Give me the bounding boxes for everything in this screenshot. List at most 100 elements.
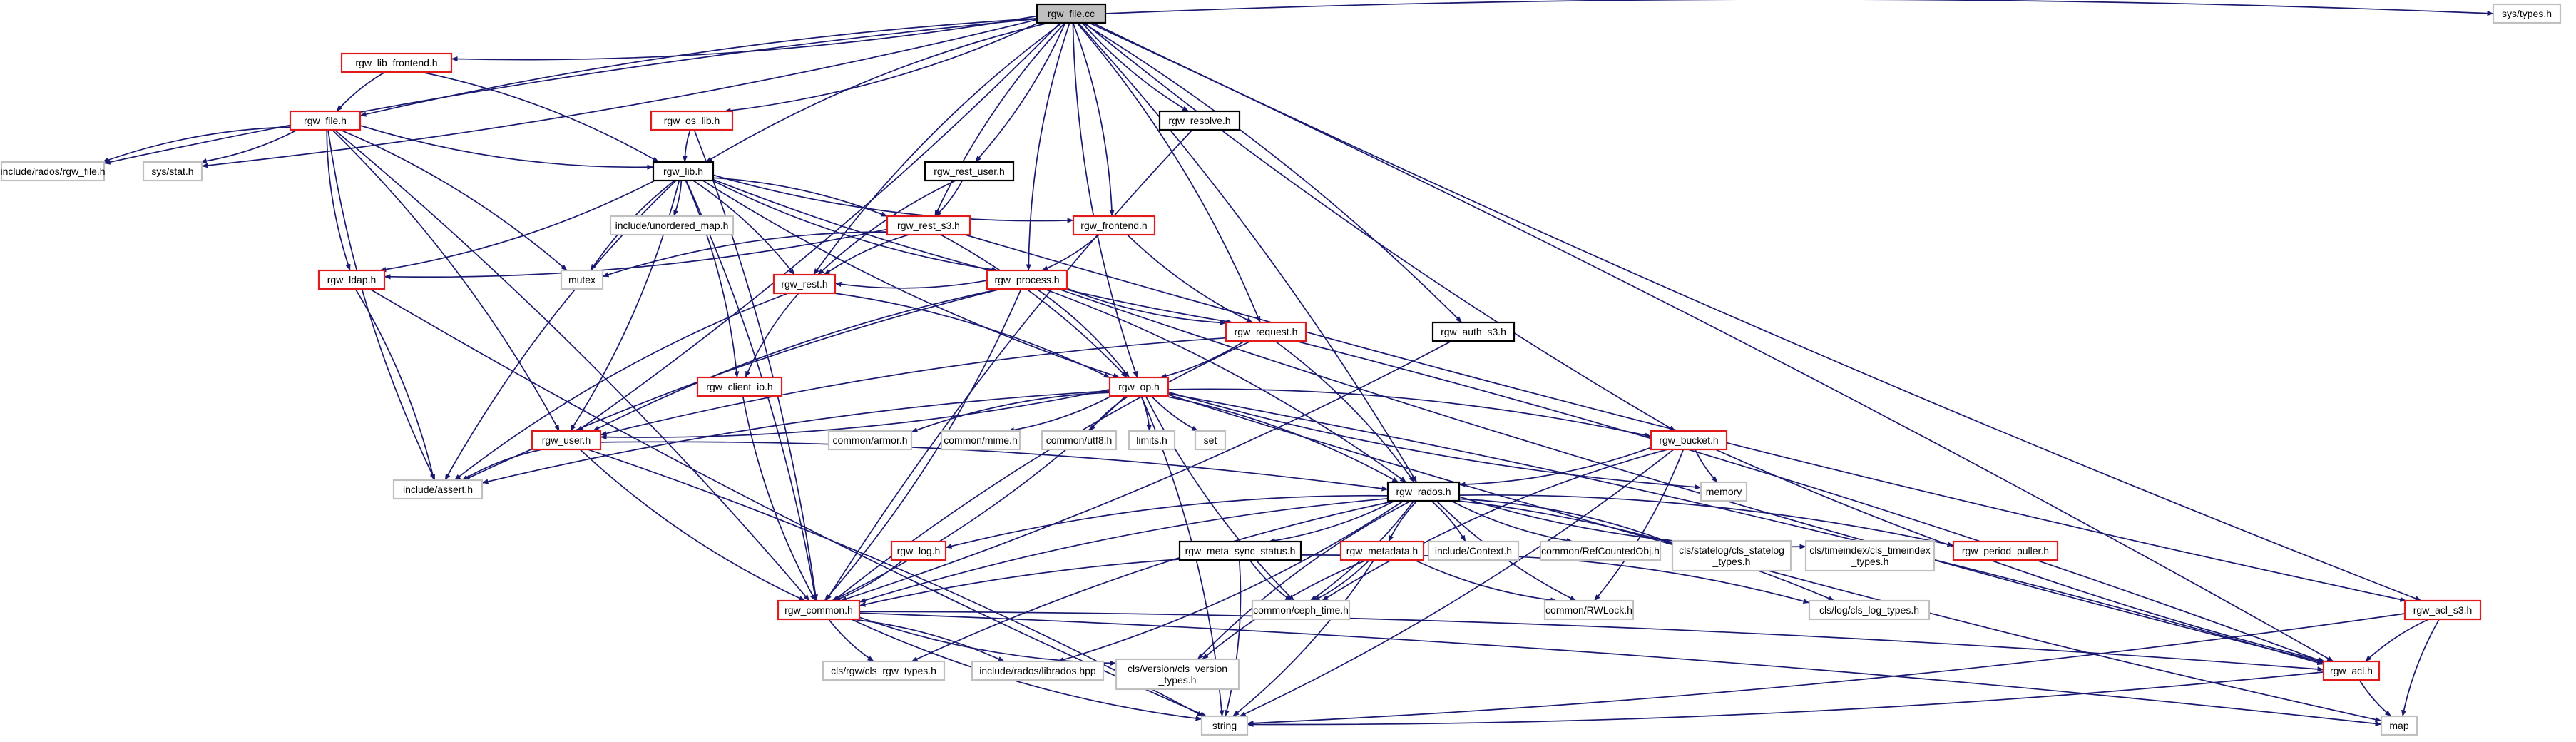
node-rgw-ldap-h[interactable]: rgw_ldap.h (317, 269, 386, 290)
node-label: map (2389, 720, 2408, 731)
edge-rgw_rados_h-to-cls_statelog_h (1458, 498, 1673, 544)
node-rgw-rest-h[interactable]: rgw_rest.h (772, 273, 837, 295)
node-box (1128, 430, 1176, 451)
node-rgw-common-h[interactable]: rgw_common.h (777, 599, 861, 621)
node-rgw-metadata-h[interactable]: rgw_metadata.h (1339, 540, 1425, 561)
edge-rgw_file_cc-to-rgw_rest_h (813, 22, 1063, 275)
node-rgw-log-h[interactable]: rgw_log.h (890, 540, 947, 561)
edge-rgw_file_h-to-rgw_ldap_h (326, 129, 351, 271)
edge-rgw_file_cc-to-rgw_frontend_h (1072, 22, 1115, 217)
node-label: _types.h (1158, 674, 1197, 686)
edge-rgw_op_h-to-include_assert_h (481, 390, 1110, 484)
edge-rgw_op_h-to-set (1150, 395, 1199, 432)
edge-rgw_op_h-to-common_armor_h (911, 392, 1110, 433)
node-box (1427, 540, 1520, 561)
edge-rgw_request_h-to-rgw_rados_h (1274, 340, 1415, 483)
edge-rgw_metadata_h-to-string (1232, 559, 1375, 717)
node-rgw-file-h[interactable]: rgw_file.h (289, 110, 362, 131)
node-box (1072, 215, 1156, 236)
node-box (1808, 599, 1931, 621)
node-label: common/utf8.h (1046, 434, 1113, 446)
node-box (2403, 599, 2482, 621)
node-box (1115, 658, 1240, 691)
node-rgw-request-h[interactable]: rgw_request.h (1225, 321, 1307, 342)
edge-rgw_rest_h-to-rgw_op_h (834, 293, 1110, 379)
node-label: mutex (568, 274, 596, 285)
node-box (531, 430, 602, 451)
edge-rgw_rados_h-to-rgw_log_h (945, 494, 1389, 549)
node-cls-statelog-h: cls/statelog/cls_statelog_types.h (1671, 539, 1792, 572)
node-rgw-bucket-h[interactable]: rgw_bucket.h (1650, 430, 1728, 451)
node-rgw-rest-user-h[interactable]: rgw_rest_user.h (924, 161, 1015, 182)
node-rgw-period-puller-h[interactable]: rgw_period_puller.h (1952, 540, 2059, 561)
edge-rgw_bucket_h-to-memory (1695, 449, 1718, 483)
node-rgw-op-h[interactable]: rgw_op.h (1108, 376, 1170, 397)
edge-rgw_process_h-to-rgw_acl_h (1058, 288, 2324, 664)
node-box (1543, 599, 1635, 621)
edge-rgw_lib_h-to-rgw_client_io_h (685, 180, 740, 378)
node-rgw-process-h[interactable]: rgw_process.h (986, 269, 1068, 290)
node-label: include/assert.h (403, 484, 473, 495)
node-label: common/mime.h (944, 434, 1017, 446)
edge-rgw_file_cc-to-rgw_file_h (359, 18, 1038, 117)
node-label: rgw_period_puller.h (1962, 545, 2049, 556)
node-include-assert-h: include/assert.h (392, 479, 484, 500)
node-box (1251, 599, 1351, 621)
node-cls-rgw-types-h: cls/rgw/cls_rgw_types.h (822, 660, 946, 681)
node-rgw-acl-s3-h[interactable]: rgw_acl_s3.h (2403, 599, 2482, 621)
node-rgw-lib-frontend-h[interactable]: rgw_lib_frontend.h (340, 52, 453, 73)
edge-rgw_bucket_h-to-string (1239, 449, 1675, 717)
node-rgw-os-lib-h[interactable]: rgw_os_lib.h (650, 110, 734, 131)
node-box (560, 269, 604, 290)
node-rgw-client-io-h[interactable]: rgw_client_io.h (696, 376, 783, 397)
node-rgw-meta-sync-status-h[interactable]: rgw_meta_sync_status.h (1178, 540, 1302, 561)
node-rgw-resolve-h[interactable]: rgw_resolve.h (1158, 110, 1241, 131)
node-rgw-acl-h[interactable]: rgw_acl.h (2322, 660, 2381, 681)
edge-rgw_meta_sync_status_h-to-string (1224, 559, 1242, 717)
node-box (609, 215, 735, 236)
node-cls-timeindex-h: cls/timeindex/cls_timeindex_types.h (1804, 539, 1936, 572)
node-label: rgw_log.h (897, 545, 941, 556)
node-rgw-rados-h[interactable]: rgw_rados.h (1386, 481, 1461, 502)
edge-rgw_rados_h-to-cls_rgw_types_h (911, 500, 1396, 662)
node-label: cls/statelog/cls_statelog (1679, 544, 1784, 556)
node-label: rgw_resolve.h (1168, 115, 1230, 126)
edge-rgw_file_h-to-rgw_user_h (332, 129, 560, 432)
edge-rgw_request_h-to-rgw_common_h (833, 340, 1252, 601)
edge-rgw_user_h-to-include_assert_h (461, 449, 543, 481)
node-box (940, 430, 1021, 451)
edge-rgw_rados_h-to-cls_version_types_h (1197, 500, 1411, 660)
node-rgw-file-cc[interactable]: rgw_file.cc (1036, 3, 1107, 24)
node-label: rgw_user.h (542, 434, 591, 446)
node-rgw-frontend-h[interactable]: rgw_frontend.h (1072, 215, 1156, 236)
edge-rgw_ldap_h-to-string (369, 288, 1207, 717)
node-label: rgw_op.h (1118, 381, 1160, 392)
node-rgw-lib-h[interactable]: rgw_lib.h (652, 161, 715, 182)
node-box (886, 215, 971, 236)
node-rgw-auth-s3-h[interactable]: rgw_auth_s3.h (1431, 321, 1516, 342)
node-box (1036, 3, 1107, 24)
node-box (1339, 540, 1425, 561)
node-rgw-user-h[interactable]: rgw_user.h (531, 430, 602, 451)
node-label: _types.h (1851, 556, 1889, 567)
edge-rgw_op_h-to-common_utf8_h (1088, 395, 1129, 432)
node-label: rgw_meta_sync_status.h (1185, 545, 1296, 556)
node-label: rgw_request.h (1235, 326, 1298, 337)
edge-rgw_common_h-to-string (851, 619, 1202, 721)
edge-rgw_rados_h-to-rgw_meta_sync_status_h (1268, 500, 1396, 544)
node-rgw-rest-s3-h[interactable]: rgw_rest_s3.h (886, 215, 971, 236)
edge-rgw_auth_s3_h-to-rgw_common_h (840, 340, 1452, 601)
edge-rgw_file_cc-to-rgw_op_h (1072, 22, 1138, 378)
node-set: set (1194, 430, 1227, 451)
node-box (1386, 481, 1461, 502)
edge-rgw_acl_h-to-map (2358, 679, 2392, 717)
edge-rgw_rest_user_h-to-rgw_rest_s3_h (935, 180, 964, 217)
node-box (1650, 430, 1728, 451)
edge-rgw_file_h-to-include_rados_rgw_file_h (102, 126, 291, 163)
edge-rgw_op_h-to-common_ceph_time_h (1145, 395, 1295, 601)
node-common-RWLock-h: common/RWLock.h (1543, 599, 1635, 621)
edge-rgw_lib_h-to-rgw_op_h (702, 180, 1120, 378)
node-label: common/ceph_time.h (1253, 604, 1349, 616)
edge-rgw_file_cc-to-rgw_request_h (1076, 22, 1261, 323)
